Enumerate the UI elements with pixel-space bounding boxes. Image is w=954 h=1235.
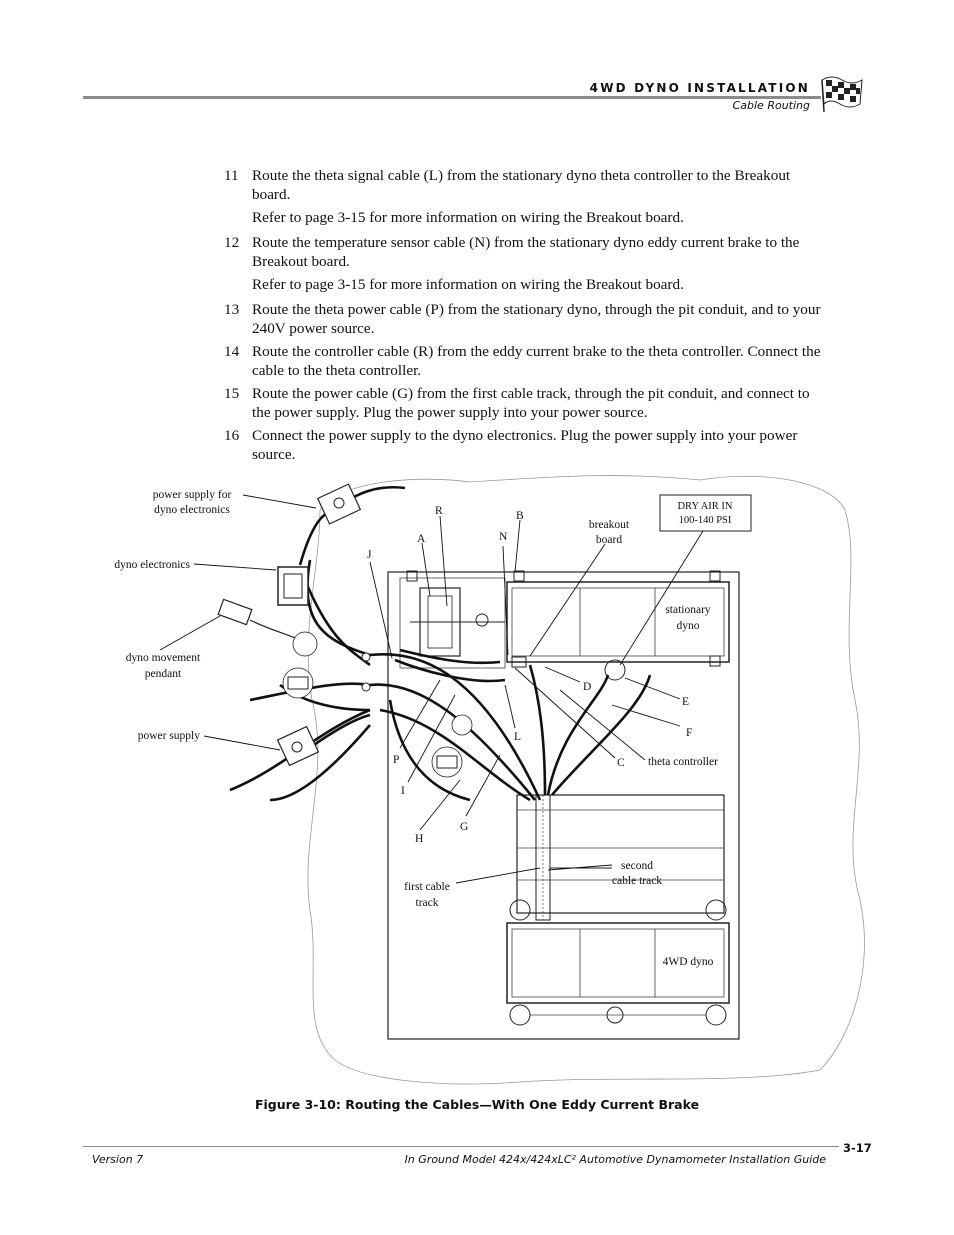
label-second-track: second xyxy=(621,860,653,872)
label-R: R xyxy=(435,505,443,517)
label-power-supply-electronics: power supply for xyxy=(153,489,232,501)
label-L: L xyxy=(514,731,521,743)
label-N: N xyxy=(499,531,508,543)
pit-boundary xyxy=(307,475,865,1085)
label-B: B xyxy=(516,510,524,522)
label-breakout: breakout xyxy=(589,519,630,531)
label-dry-air: DRY AIR IN xyxy=(677,501,732,512)
label-breakout-2: board xyxy=(596,534,622,546)
dry-air-box xyxy=(659,494,752,532)
section-title: 4WD DYNO INSTALLATION xyxy=(589,81,810,95)
label-pendant: dyno movement xyxy=(126,652,201,664)
stationary-dyno xyxy=(399,570,730,681)
cable-routing-diagram: power supply for dyno electronics dyno e… xyxy=(114,475,865,1085)
label-fourwd: 4WD dyno xyxy=(663,956,714,968)
detail-circles xyxy=(282,631,473,778)
label-power-supply-electronics-2: dyno electronics xyxy=(154,504,230,516)
figure-caption: Figure 3-10: Routing the Cables—With One… xyxy=(254,1097,700,1112)
label-dyno-electronics: dyno electronics xyxy=(114,559,190,571)
label-F: F xyxy=(686,727,692,739)
label-P: P xyxy=(393,754,399,766)
footer-version: Version 7 xyxy=(92,1153,144,1166)
second-cable-track xyxy=(509,794,727,921)
label-first-track: first cable xyxy=(404,881,450,893)
label-E: E xyxy=(682,696,689,708)
checkered-flag-icon xyxy=(821,76,863,113)
power-supply-electronics xyxy=(316,483,362,525)
label-C: C xyxy=(617,757,625,769)
leader-lines xyxy=(159,494,704,884)
label-first-track-2: track xyxy=(416,897,439,909)
dyno-electronics-box xyxy=(277,566,309,606)
subsection-title: Cable Routing xyxy=(732,99,810,112)
label-H: H xyxy=(415,833,423,845)
label-second-track-2: cable track xyxy=(612,875,662,887)
label-pendant-2: pendant xyxy=(145,668,182,680)
label-dry-air-psi: 100-140 PSI xyxy=(679,515,732,526)
power-supply-box xyxy=(276,725,320,767)
footer-rule xyxy=(83,1146,839,1147)
label-stationary-2: dyno xyxy=(677,620,700,632)
label-A: A xyxy=(417,533,426,545)
label-power-supply: power supply xyxy=(138,730,201,742)
label-I: I xyxy=(401,785,405,797)
label-stationary: stationary xyxy=(665,604,711,616)
diagram-labels: power supply for dyno electronics dyno e… xyxy=(114,489,733,968)
fourwd-dyno xyxy=(506,922,730,1026)
page-number: 3-17 xyxy=(843,1141,872,1155)
label-theta-controller: theta controller xyxy=(648,756,718,768)
label-D: D xyxy=(583,681,591,693)
footer-guide-title: In Ground Model 424x/424xLC² Automotive … xyxy=(404,1153,826,1166)
header-rule xyxy=(83,96,821,99)
label-G: G xyxy=(460,821,468,833)
label-J: J xyxy=(367,549,372,561)
